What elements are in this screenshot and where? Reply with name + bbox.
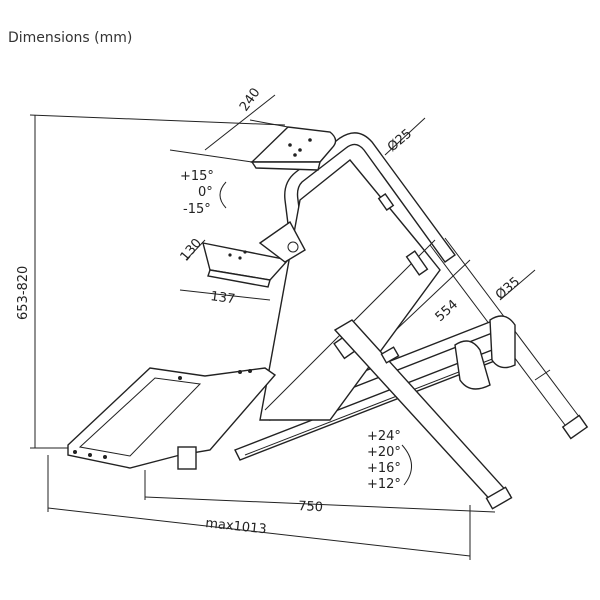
pedal-tray	[67, 367, 277, 470]
shifter-plate	[202, 220, 306, 288]
dim-base-length: 750	[298, 499, 324, 515]
dim-tilt-zero: 0°	[198, 185, 213, 200]
dim-wheel-plate-width: 240	[237, 85, 264, 114]
dim-max-length: max1013	[205, 516, 268, 537]
dim-tube-main: Ø35	[493, 274, 523, 303]
wheel-plate	[250, 126, 337, 171]
dim-seat-length: 554	[433, 297, 461, 325]
dim-angle-16: +16°	[367, 461, 401, 476]
dim-angle-24: +24°	[367, 429, 401, 444]
front-leg	[333, 319, 513, 510]
dim-angle-20: +20°	[367, 445, 401, 460]
dim-tilt-minus: -15°	[183, 202, 211, 217]
diagram-title: Dimensions (mm)	[8, 30, 133, 46]
dim-tilt-plus: +15°	[180, 169, 214, 184]
dimension-lines	[29, 94, 536, 560]
dim-shifter-width: 130	[178, 236, 205, 265]
dim-height: 653-820	[16, 266, 31, 320]
dim-angle-12: +12°	[367, 477, 401, 492]
dim-shifter-depth: 137	[209, 289, 236, 307]
